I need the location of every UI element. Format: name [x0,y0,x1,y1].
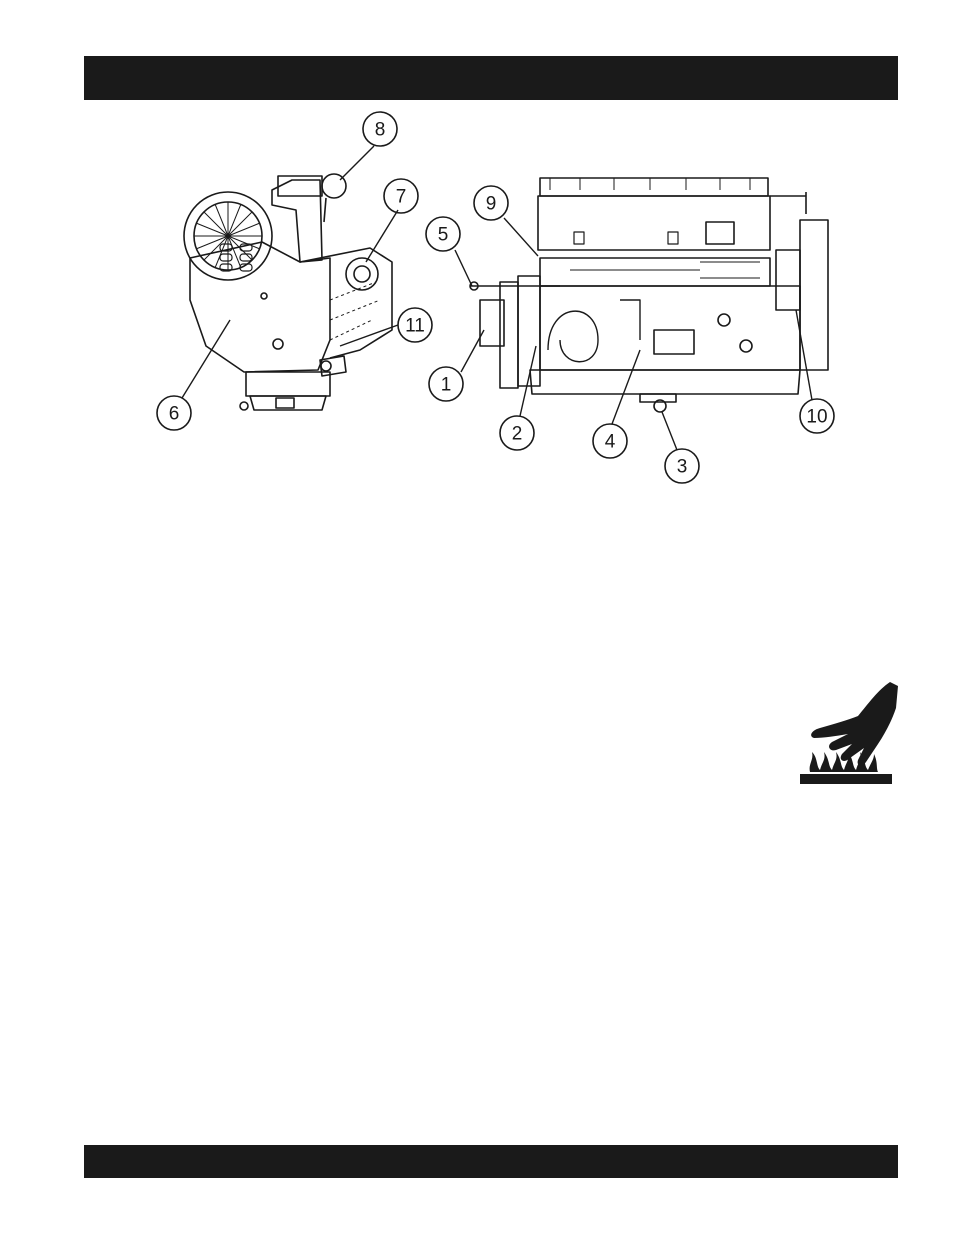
engine-side-view [470,178,828,412]
callout-label-1: 1 [441,375,452,396]
callout-label-8: 8 [375,120,386,141]
engine-end-view [184,174,392,410]
callout-label-3: 3 [677,457,688,478]
callout-label-5: 5 [438,225,449,246]
hot-surface-warning-icon [796,680,898,786]
callout-label-6: 6 [169,404,180,425]
callouts [157,112,834,483]
callout-label-11: 11 [405,316,425,337]
callout-label-10: 10 [806,407,827,428]
callout-label-7: 7 [396,187,407,208]
callout-label-4: 4 [605,432,616,453]
callout-label-9: 9 [486,194,497,215]
footer-bar [84,1145,898,1178]
callout-label-2: 2 [512,424,523,445]
